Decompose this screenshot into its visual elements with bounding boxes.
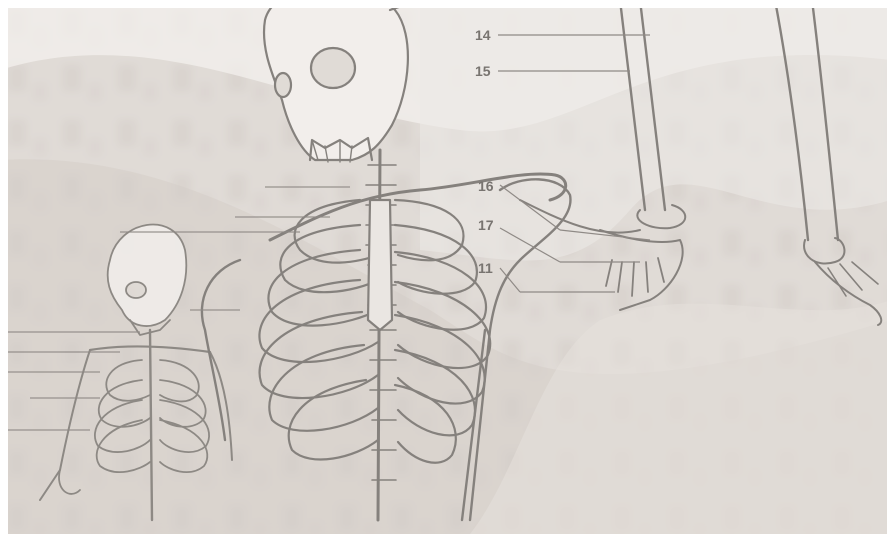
skeleton-illustration: 14 15 16 17 11	[0, 0, 891, 534]
light-wash	[0, 0, 891, 534]
anatomy-skeleton-image: 14 15 16 17 11	[0, 0, 891, 534]
